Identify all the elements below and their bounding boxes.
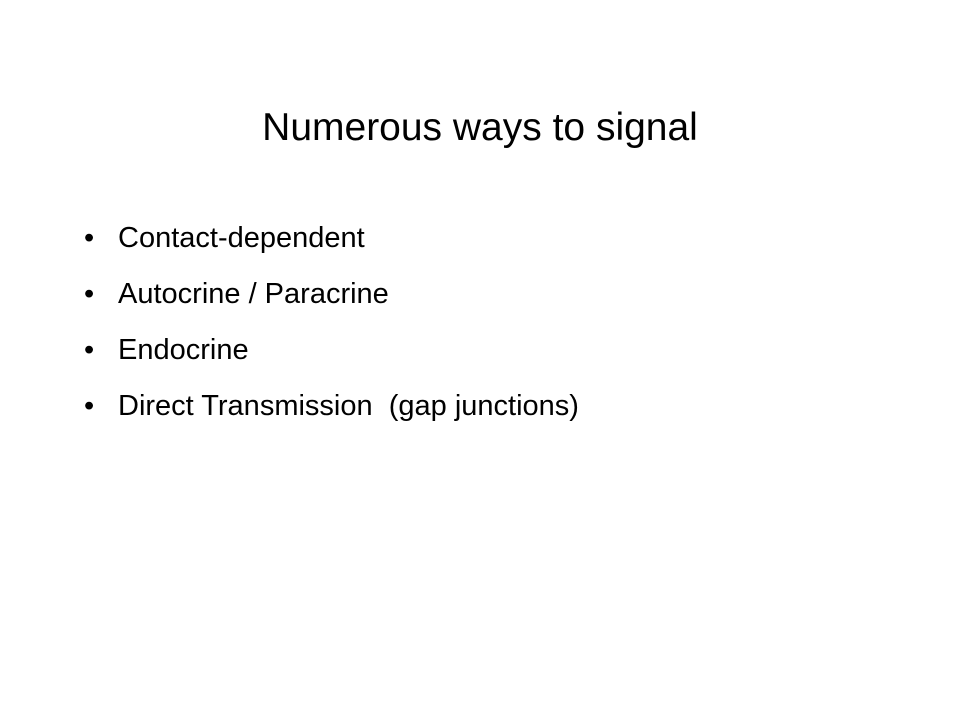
bullet-list: • Contact-dependent • Autocrine / Paracr… bbox=[84, 214, 884, 438]
bullet-icon: • bbox=[84, 390, 95, 422]
bullet-icon: • bbox=[84, 278, 95, 310]
bullet-text: Endocrine bbox=[118, 334, 249, 366]
bullet-text: Contact-dependent bbox=[118, 222, 365, 254]
bullet-text: Direct Transmission (gap junctions) bbox=[118, 390, 579, 422]
slide-title: Numerous ways to signal bbox=[262, 106, 698, 149]
bullet-text: Autocrine / Paracrine bbox=[118, 278, 389, 310]
bullet-item-contact-dependent: • Contact-dependent bbox=[84, 214, 884, 270]
bullet-item-autocrine-paracrine: • Autocrine / Paracrine bbox=[84, 270, 884, 326]
bullet-item-endocrine: • Endocrine bbox=[84, 326, 884, 382]
bullet-icon: • bbox=[84, 334, 95, 366]
bullet-icon: • bbox=[84, 222, 95, 254]
bullet-item-direct-transmission: • Direct Transmission (gap junctions) bbox=[84, 382, 884, 438]
